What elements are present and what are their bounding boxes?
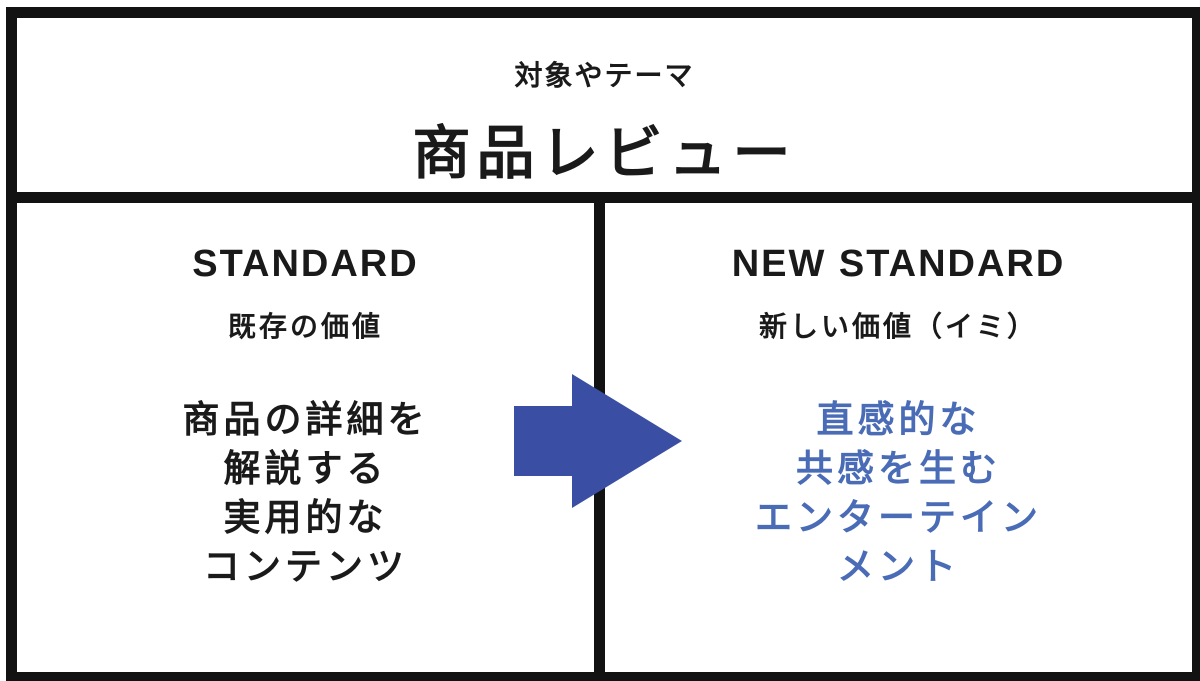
- standard-line: 解説する: [223, 447, 388, 490]
- new-standard-panel: NEW STANDARD 新しい価値（イミ） 直感的な 共感を生む エンターテイ…: [605, 203, 1192, 672]
- topic-label: 対象やテーマ: [514, 59, 695, 92]
- right-arrow-shape: [514, 374, 682, 508]
- standard-description: 商品の詳細を 解説する 実用的な コンテンツ: [17, 395, 594, 591]
- right-arrow-icon: [514, 374, 682, 508]
- new-standard-line: 共感を生む: [796, 447, 1001, 490]
- new-standard-line: 直感的な: [816, 398, 981, 441]
- topic-title: 商品レビュー: [412, 119, 797, 187]
- standard-line: 実用的な: [223, 496, 388, 539]
- new-standard-description: 直感的な 共感を生む エンターテイン メント: [605, 395, 1192, 591]
- topic-header: 対象やテーマ 商品レビュー: [17, 18, 1192, 203]
- new-standard-subheading: 新しい価値（イミ）: [758, 310, 1038, 343]
- standard-line: コンテンツ: [203, 545, 408, 588]
- diagram-frame: 対象やテーマ 商品レビュー STANDARD 既存の価値 商品の詳細を 解説する…: [6, 7, 1200, 681]
- new-standard-line: エンターテイン: [755, 496, 1042, 539]
- new-standard-line: メント: [837, 545, 960, 588]
- standard-panel: STANDARD 既存の価値 商品の詳細を 解説する 実用的な コンテンツ: [17, 203, 605, 672]
- standard-line: 商品の詳細を: [182, 398, 429, 441]
- standard-subheading: 既存の価値: [227, 310, 383, 343]
- new-standard-heading: NEW STANDARD: [731, 243, 1066, 285]
- standard-heading: STANDARD: [192, 243, 419, 285]
